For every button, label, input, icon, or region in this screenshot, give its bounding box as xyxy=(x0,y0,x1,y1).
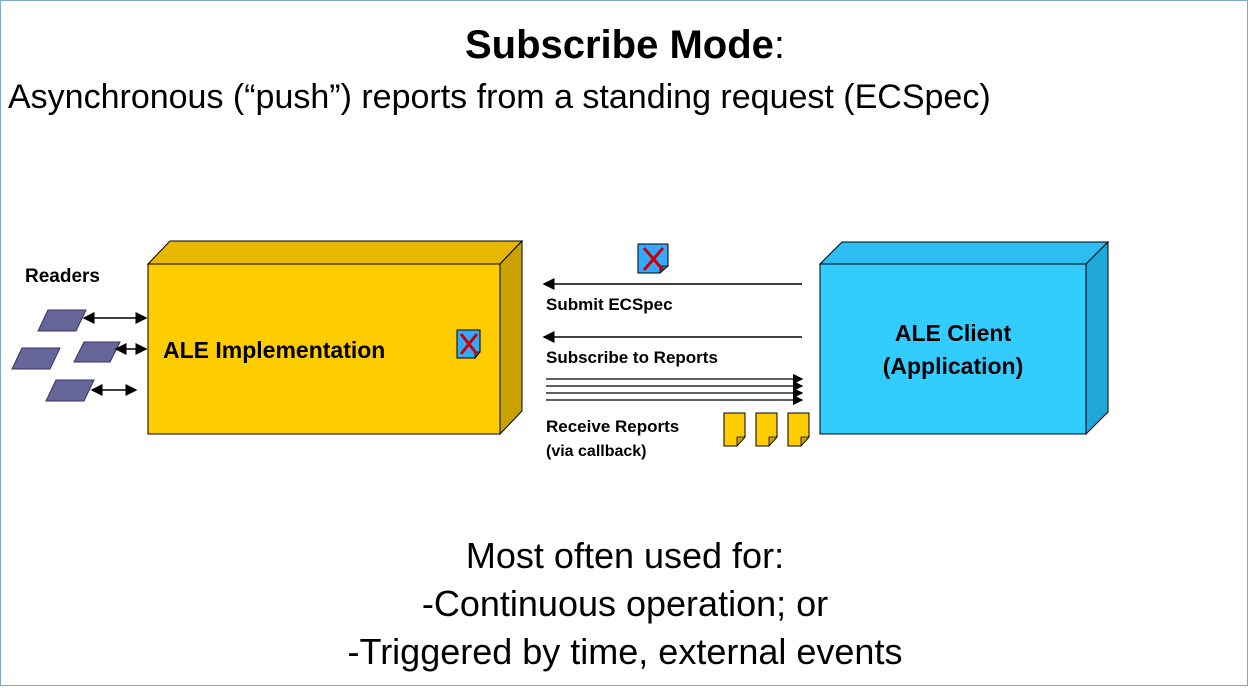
implementation-top-face xyxy=(146,240,524,265)
reader-icon-2 xyxy=(11,347,61,370)
implementation-front-face xyxy=(147,263,501,435)
client-front-face xyxy=(819,263,1087,435)
receive-reports-label-line2: (via callback) xyxy=(546,443,647,460)
client-top-face xyxy=(818,241,1110,265)
reader-icons xyxy=(11,309,121,402)
ecspec-icon-implementation xyxy=(456,329,481,360)
reader-icon-3 xyxy=(73,341,121,363)
usage-heading: Most often used for: xyxy=(465,535,785,576)
readers-label: Readers xyxy=(25,266,100,287)
submit-ecspec-label: Submit ECSpec xyxy=(546,295,673,314)
client-side-face xyxy=(1085,240,1109,436)
report-document-icon-3 xyxy=(787,412,810,448)
ecspec-icon-transit xyxy=(637,243,670,274)
ale-client-label-line1: ALE Client xyxy=(895,320,1012,346)
usage-item-triggered: -Triggered by time, external events xyxy=(347,631,903,672)
ale-client-label-line2: (Application) xyxy=(883,353,1024,379)
reader-icon-4 xyxy=(45,379,95,402)
title-suffix: : xyxy=(773,23,786,67)
usage-item-continuous: -Continuous operation; or xyxy=(421,583,829,624)
report-document-icon-2 xyxy=(755,412,778,448)
reader-connectors xyxy=(82,312,148,396)
ale-implementation-label: ALE Implementation xyxy=(163,337,385,363)
implementation-side-face xyxy=(499,239,523,436)
receive-reports-arrows xyxy=(546,373,804,406)
slide-subtitle: Asynchronous (“push”) reports from a sta… xyxy=(8,78,991,116)
reader-icon-1 xyxy=(37,309,87,332)
receive-reports-label-line1: Receive Reports xyxy=(546,417,679,436)
usage-notes: Most often used for: -Continuous operati… xyxy=(0,532,1250,676)
report-document-icon-1 xyxy=(723,412,746,448)
slide-title: Subscribe Mode: xyxy=(0,20,1250,70)
title-bold: Subscribe Mode xyxy=(464,23,774,67)
subscribe-reports-label: Subscribe to Reports xyxy=(546,348,718,367)
ale-client-box: ALE Client (Application) xyxy=(818,240,1110,436)
report-documents xyxy=(723,412,810,448)
ale-implementation-box: ALE Implementation xyxy=(146,239,524,436)
